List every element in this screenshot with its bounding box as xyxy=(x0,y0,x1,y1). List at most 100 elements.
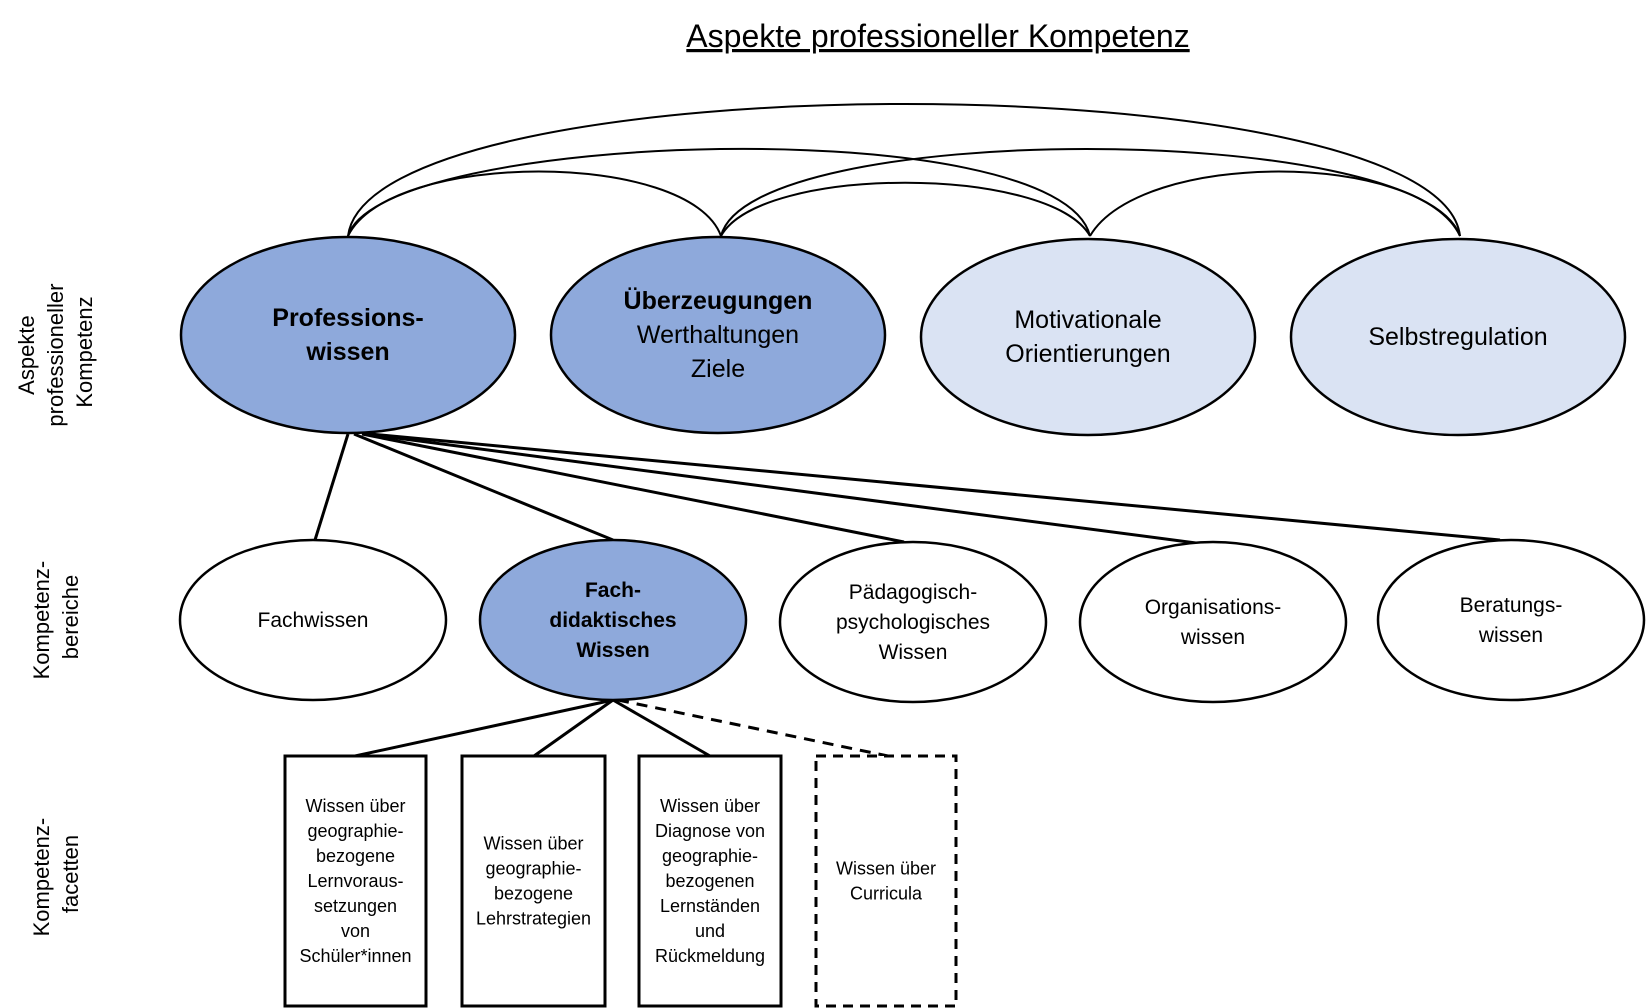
row-labels: Aspekte professioneller Kompetenz Kompet… xyxy=(14,277,97,937)
label-line: wissen xyxy=(305,338,389,366)
link-professionswissen-fachdidaktik xyxy=(353,432,614,542)
label-line: psychologisches xyxy=(836,611,990,634)
label-line: geographie- xyxy=(662,846,758,866)
label-line: setzungen xyxy=(314,896,397,916)
label-line: Lernständen xyxy=(660,896,760,916)
label-line: geographie- xyxy=(485,859,581,879)
aspect-node-selbstregulation: Selbstregulation xyxy=(1289,237,1627,437)
facet-box xyxy=(460,754,607,1008)
arc-professionswissen-selbstregulation xyxy=(347,103,1461,237)
area-ellipse xyxy=(478,538,748,702)
label-line: Wissen xyxy=(879,641,948,664)
label-line: Überzeugungen xyxy=(624,286,813,315)
area-links xyxy=(313,432,1501,545)
label-line: Wissen über xyxy=(483,834,583,854)
row-label-facets-line: facetten xyxy=(58,835,83,913)
label-line: Orientierungen xyxy=(1005,340,1170,368)
label-line: Ziele xyxy=(691,355,745,383)
area-ellipse xyxy=(1078,540,1348,704)
row-label-aspects-line: Aspekte xyxy=(14,315,39,395)
label-line: Motivationale xyxy=(1014,306,1161,334)
label-line: Curricula xyxy=(850,884,923,904)
area-node-fachwissen: Fachwissen xyxy=(178,538,448,702)
label-line: Selbstregulation xyxy=(1368,323,1547,351)
arc-professionswissen-motivationale xyxy=(347,147,1091,237)
aspect-ellipse xyxy=(919,237,1257,437)
label-line: Pädagogisch- xyxy=(849,581,977,604)
row-label-aspects: Aspekte professioneller Kompetenz xyxy=(14,277,97,426)
label-line: Organisations- xyxy=(1145,596,1282,619)
label-line: Diagnose von xyxy=(655,821,765,841)
label-line: Lernvoraus- xyxy=(307,871,403,891)
label-line: Wissen über xyxy=(660,796,760,816)
facet-box xyxy=(637,754,783,1008)
link-professionswissen-paedagogik xyxy=(361,432,905,544)
link-fachdidaktik-curricula xyxy=(617,698,889,758)
label-line: von xyxy=(341,921,370,941)
label-line: Lehrstrategien xyxy=(476,909,591,929)
label-line: Beratungs- xyxy=(1460,594,1563,617)
label-line: Wissen xyxy=(576,639,649,662)
aspect-ellipse xyxy=(1289,237,1627,437)
aspect-arcs xyxy=(347,103,1461,237)
arc-ueberzeugungen-selbstregulation xyxy=(720,148,1461,237)
arc-professionswissen-ueberzeugungen xyxy=(347,170,722,237)
area-ellipse xyxy=(178,538,448,702)
area-label: Organisations-wissen xyxy=(1145,596,1282,649)
label-line: Fachwissen xyxy=(258,609,369,632)
row-label-areas: Kompetenz- bereiche xyxy=(29,555,83,680)
row-label-aspects-line: Kompetenz xyxy=(72,296,97,407)
link-fachdidaktik-lehrstrategien xyxy=(533,698,614,758)
aspect-ellipse xyxy=(549,235,887,435)
area-node-beratungswissen: Beratungs-wissen xyxy=(1376,538,1646,702)
row-label-areas-line: bereiche xyxy=(58,575,83,659)
area-ellipse xyxy=(1376,538,1646,702)
facet-links xyxy=(354,698,889,758)
area-label: Beratungs-wissen xyxy=(1460,594,1563,647)
label-line: Wissen über xyxy=(305,796,405,816)
label-line: Wissen über xyxy=(836,859,936,879)
area-node-organisationswissen: Organisations-wissen xyxy=(1078,540,1348,704)
row-label-areas-line: Kompetenz- xyxy=(29,561,54,680)
link-professionswissen-organisation xyxy=(365,432,1197,545)
facet-box xyxy=(814,754,958,1008)
label-line: bezogenen xyxy=(665,871,754,891)
area-ellipse xyxy=(778,540,1048,704)
label-line: und xyxy=(695,921,725,941)
label-line: Fach- xyxy=(585,579,641,602)
link-professionswissen-beratung xyxy=(369,432,1501,542)
link-fachdidaktik-diagnose xyxy=(612,698,711,758)
label-line: Werthaltungen xyxy=(637,321,799,349)
row-label-facets: Kompetenz- facetten xyxy=(29,812,83,937)
label-line: geographie- xyxy=(307,821,403,841)
label-line: Rückmeldung xyxy=(655,946,765,966)
aspect-node-professionswissen: Professions-wissen xyxy=(179,235,517,435)
row-label-facets-line: Kompetenz- xyxy=(29,818,54,937)
link-fachdidaktik-lernvoraussetzungen xyxy=(354,698,614,758)
arc-motivationale-selbstregulation xyxy=(1089,170,1461,237)
label-line: bezogene xyxy=(316,846,395,866)
arc-ueberzeugungen-motivationale xyxy=(720,181,1091,237)
label-line: Schüler*innen xyxy=(299,946,411,966)
label-line: didaktisches xyxy=(549,609,676,632)
diagram-title: Aspekte professioneller Kompetenz xyxy=(686,18,1189,54)
aspect-label: Selbstregulation xyxy=(1368,323,1547,351)
label-line: bezogene xyxy=(494,884,573,904)
